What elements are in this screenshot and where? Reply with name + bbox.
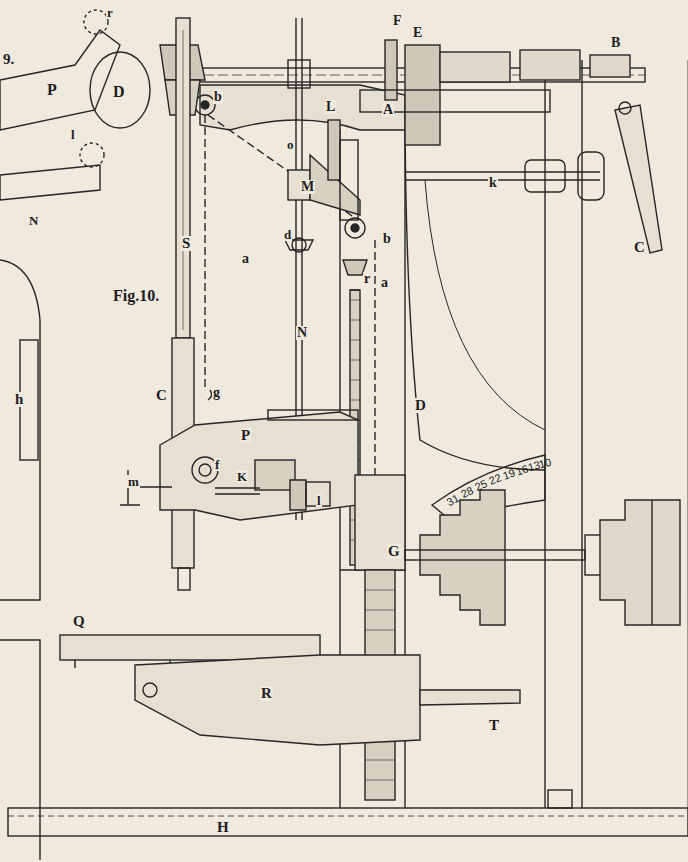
part-letter: T [488,718,500,733]
part-letter: a [380,276,389,290]
part-letter: m [127,475,140,488]
part-letter: G [387,544,401,559]
part-letter: d [283,228,292,241]
part-letter: P [46,82,58,98]
part-letter: M [300,180,315,194]
part-letter: l [316,494,322,507]
part-letter: D [112,84,126,100]
part-letter: D [414,398,427,413]
part-letter: b [213,90,223,104]
part-letter: f [214,458,220,471]
part-letter: l [70,128,76,141]
part-letter: Q [72,614,86,629]
part-letter: r [106,6,114,19]
part-letter: K [236,470,248,483]
part-letter: h [14,392,24,407]
part-letter: B [610,36,621,50]
scale-number: 10 [537,456,553,470]
part-letter: R [260,686,273,701]
part-letter: P [240,428,251,443]
base-plate [8,808,688,836]
part-letter: C [633,240,646,255]
part-letter: S [181,236,191,251]
part-letter: g [212,386,221,400]
part-letter: N [296,326,308,340]
part-letter: H [216,820,230,835]
part-letter: a [241,252,250,266]
figure-label: 9. [2,52,15,67]
part-letter: A [382,103,394,117]
part-letter: o [286,138,295,151]
part-letter: b [382,232,392,246]
part-letter: F [392,14,403,28]
part-letter: r [363,272,371,286]
part-letter: E [412,26,423,40]
part-letter: C [155,388,168,403]
part-letter: N [28,214,39,227]
figure-label: Fig.10. [112,288,160,304]
part-letter: k [488,176,498,190]
part-letter: L [325,100,336,114]
